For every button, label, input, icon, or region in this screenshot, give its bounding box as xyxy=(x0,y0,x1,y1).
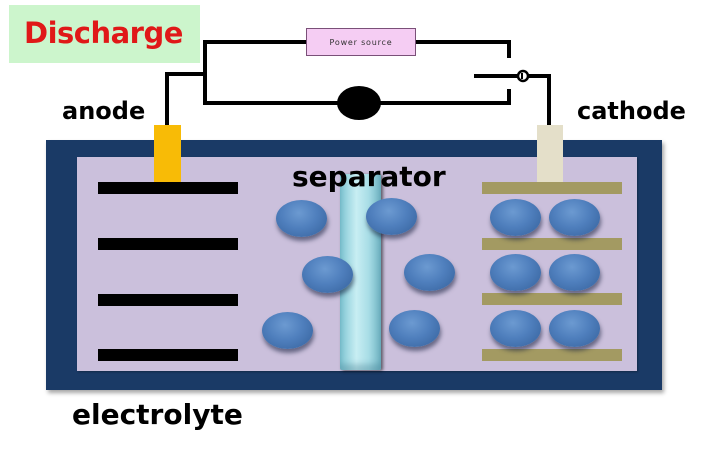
load-ellipse xyxy=(337,86,381,120)
cathode-plate xyxy=(482,182,622,194)
lithium-ion xyxy=(262,312,313,349)
power-source: Power source xyxy=(306,28,416,56)
cathode-plate xyxy=(482,349,622,361)
anode-plate xyxy=(98,238,238,250)
lithium-ion xyxy=(302,256,353,293)
intercalated-ion xyxy=(490,199,541,236)
top-wire-right xyxy=(416,40,511,58)
lithium-ion xyxy=(366,198,417,235)
intercalated-ion xyxy=(490,254,541,291)
intercalated-ion xyxy=(549,254,600,291)
anode-plate xyxy=(98,182,238,194)
intercalated-ion xyxy=(549,310,600,347)
discharge-title-box xyxy=(9,5,200,63)
power-source-label: Power source xyxy=(329,37,393,47)
anode-wire xyxy=(165,72,205,128)
separator-label: separator xyxy=(292,160,446,193)
intercalated-ion xyxy=(549,199,600,236)
lithium-ion xyxy=(404,254,455,291)
discharge-title: Discharge xyxy=(24,16,183,50)
anode-plate xyxy=(98,349,238,361)
cathode-wire xyxy=(528,74,551,128)
cathode-plate xyxy=(482,293,622,305)
cathode-terminal xyxy=(537,125,563,182)
cathode-label: cathode xyxy=(577,97,686,125)
intercalated-ion xyxy=(490,310,541,347)
cathode-plate xyxy=(482,238,622,250)
lithium-ion xyxy=(276,200,327,237)
anode-label: anode xyxy=(62,97,146,125)
electrolyte-label: electrolyte xyxy=(72,398,243,431)
anode-plate xyxy=(98,294,238,306)
lithium-ion xyxy=(389,310,440,347)
anode-terminal xyxy=(154,125,181,182)
